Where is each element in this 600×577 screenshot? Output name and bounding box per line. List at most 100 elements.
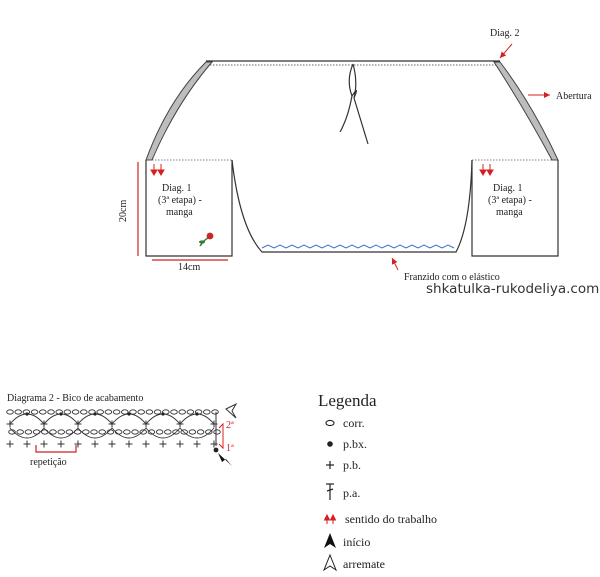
diag2-label: Diag. 2	[490, 28, 519, 39]
loop-arc-lower	[111, 427, 147, 439]
loop-arc-lower	[179, 427, 215, 439]
chain-stitch-top	[30, 409, 39, 415]
loop-arc-lower	[9, 427, 45, 439]
chain-stitch-bottom	[172, 429, 180, 435]
right-sleeve-line1: Diag. 1	[493, 183, 522, 194]
chain-oval-icon	[325, 419, 335, 427]
single-crochet-mark	[159, 440, 167, 448]
legend-item-chain: corr.	[343, 416, 365, 430]
end-outline-arrow-icon	[225, 402, 238, 419]
chain-stitch-top	[63, 409, 72, 415]
height-measure: 20cm	[118, 200, 129, 222]
chain-stitch-bottom	[90, 429, 98, 435]
gather-zigzag	[261, 244, 455, 249]
garment-schematic: Diag. 2 Abertura Diag. 1 (3ª etapa) - ma…	[118, 28, 599, 297]
single-crochet-mark	[125, 440, 133, 448]
single-crochet-mark	[108, 440, 116, 448]
chain-stitch-top	[211, 409, 219, 415]
abertura-label: Abertura	[556, 91, 592, 102]
single-crochet-mark	[6, 440, 14, 448]
chain-stitch-bottom	[147, 429, 156, 435]
chain-stitch-top	[104, 409, 113, 415]
watermark: shkatulka-rukodeliya.com	[426, 281, 599, 297]
chain-stitch-bottom	[131, 429, 139, 435]
edging-chart: Diagrama 2 - Bico de acabamento 2ª 1ª re…	[6, 393, 238, 468]
chain-stitch-top	[178, 409, 186, 415]
single-crochet-mark	[6, 420, 14, 428]
slip-stitch-dot	[59, 412, 63, 416]
slip-stitch-dot	[25, 412, 29, 416]
chain-stitch-bottom	[16, 429, 24, 435]
single-crochet-mark	[193, 440, 201, 448]
single-crochet-mark	[40, 440, 48, 448]
chain-stitch-top	[203, 409, 211, 415]
legend-item-finish: arremate	[343, 557, 385, 571]
right-armhole-band	[493, 61, 559, 161]
loop-arc-lower	[43, 427, 79, 439]
rose-icon	[199, 232, 214, 247]
left-armhole-band	[145, 61, 214, 161]
legend-item-single: p.b.	[343, 458, 361, 472]
work-direction-arrows-left	[150, 164, 165, 176]
repeat-label: repetição	[30, 457, 67, 468]
chain-stitch-bottom	[65, 429, 74, 435]
single-crochet-mark	[142, 440, 150, 448]
dot-icon	[327, 441, 333, 447]
single-crochet-mark	[23, 440, 31, 448]
slip-stitch-dot	[127, 412, 131, 416]
chain-stitch-bottom	[98, 429, 106, 435]
single-crochet-mark	[142, 420, 150, 428]
chain-stitch-bottom	[205, 429, 213, 435]
row-1-label: 1ª	[226, 443, 234, 454]
chain-stitch-top	[112, 409, 121, 415]
chain-stitch-bottom	[57, 429, 65, 435]
legend-title: Legenda	[318, 391, 377, 410]
chain-stitch-bottom	[196, 429, 205, 435]
chain-stitch-bottom	[139, 429, 147, 435]
end-dot	[213, 447, 219, 453]
chain-stitch-bottom	[24, 429, 33, 435]
row-2-label: 2ª	[226, 420, 234, 431]
red-arrows-icon	[323, 513, 337, 524]
single-crochet-mark	[74, 420, 82, 428]
chain-stitch-top	[47, 409, 55, 415]
slip-stitch-dot	[93, 412, 97, 416]
work-direction-arrows-right	[479, 164, 494, 176]
repeat-bracket	[35, 445, 77, 453]
width-measure: 14cm	[178, 262, 200, 273]
slip-stitch-dot	[195, 412, 199, 416]
plus-icon	[326, 461, 334, 469]
single-crochet-mark	[57, 440, 65, 448]
chain-stitch-bottom	[188, 429, 197, 435]
chain-stitch-bottom	[123, 429, 131, 435]
double-crochet-icon	[326, 483, 334, 500]
gather-label: Franzido com o elástico	[404, 272, 500, 283]
left-sleeve-line2: (3ª etapa) -	[158, 195, 202, 206]
stitch-chart	[6, 409, 221, 453]
single-crochet-mark	[91, 440, 99, 448]
chain-stitch-top	[14, 409, 22, 415]
tie-cord	[339, 63, 369, 145]
loop-arc-lower	[145, 427, 181, 439]
chain-stitch-top	[137, 409, 145, 415]
slip-stitch-dot	[161, 412, 165, 416]
single-crochet-mark	[108, 420, 116, 428]
chain-stitch-top	[80, 409, 88, 415]
body-front-curve	[231, 159, 473, 253]
chain-stitch-top	[71, 409, 80, 415]
legend-item-start: início	[343, 535, 370, 549]
edging-title: Diagrama 2 - Bico de acabamento	[7, 393, 143, 404]
single-crochet-mark	[40, 420, 48, 428]
chain-stitch-top	[129, 409, 137, 415]
chain-stitch-bottom	[41, 429, 49, 435]
left-sleeve-line1: Diag. 1	[162, 183, 191, 194]
chain-stitch-top	[145, 409, 154, 415]
chain-stitch-bottom	[213, 429, 221, 435]
chain-stitch-top	[121, 409, 129, 415]
start-filled-arrow-icon	[218, 453, 232, 466]
loop-arc-lower	[77, 427, 113, 439]
outline-arrow-icon	[322, 553, 338, 572]
chain-stitch-top	[6, 409, 14, 415]
legend-item-double: p.a.	[343, 486, 360, 500]
